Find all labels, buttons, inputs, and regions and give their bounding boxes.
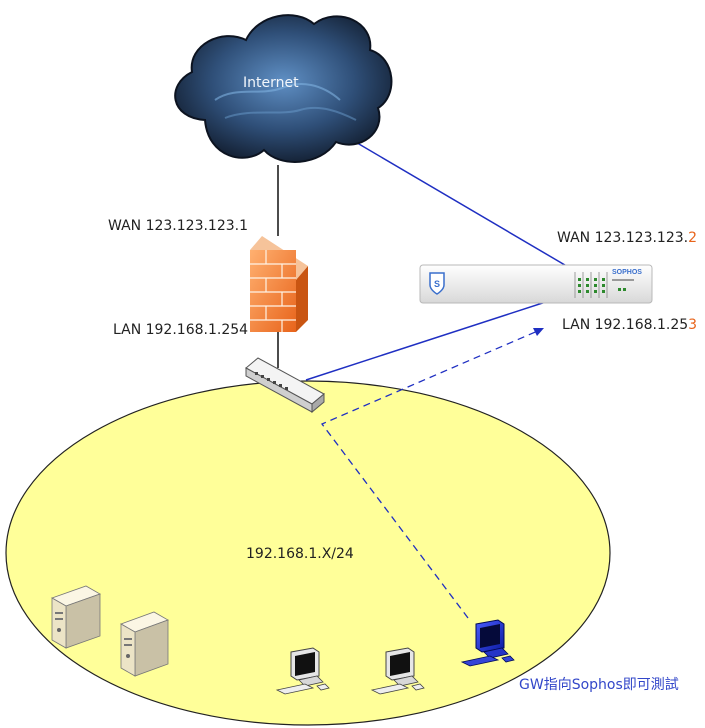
test-client-route-dashed bbox=[320, 329, 541, 619]
sophos-wan-prefix: WAN 123.123.123. bbox=[557, 230, 689, 246]
svg-text:S: S bbox=[434, 279, 440, 289]
sophos-appliance-icon: S SOPHOS bbox=[419, 264, 653, 304]
internet-label: Internet bbox=[243, 75, 299, 91]
workstation-icon bbox=[370, 647, 425, 695]
switch-sophos-lan-link bbox=[305, 297, 559, 381]
firewall-lan-label: LAN 192.168.1.254 bbox=[113, 322, 249, 338]
sophos-lan-prefix: LAN 192.168.1.25 bbox=[562, 317, 689, 333]
gateway-note: GW指向Sophos即可測試 bbox=[519, 677, 679, 693]
workstation-icon bbox=[275, 647, 330, 695]
internet-sophos-wan-link bbox=[346, 136, 571, 269]
sophos-lan-label: LAN 192.168.1.253 bbox=[562, 317, 697, 333]
sophos-wan-suffix: 2 bbox=[688, 230, 698, 246]
workstation-icon bbox=[460, 619, 515, 667]
firewall-wan-label: WAN 123.123.123.1 bbox=[108, 218, 248, 234]
server-tower-icon bbox=[51, 585, 101, 649]
network-switch-icon bbox=[245, 357, 325, 414]
subnet-label: 192.168.1.X/24 bbox=[246, 546, 354, 562]
sophos-wan-label: WAN 123.123.123.2 bbox=[557, 230, 697, 246]
server-tower-icon bbox=[120, 611, 169, 677]
route-arrowhead-icon bbox=[533, 328, 544, 336]
sophos-lan-suffix: 3 bbox=[688, 317, 698, 333]
internet-cloud-icon bbox=[174, 14, 393, 163]
firewall-brick-icon bbox=[250, 236, 308, 332]
sophos-brand-label: SOPHOS bbox=[612, 269, 642, 276]
